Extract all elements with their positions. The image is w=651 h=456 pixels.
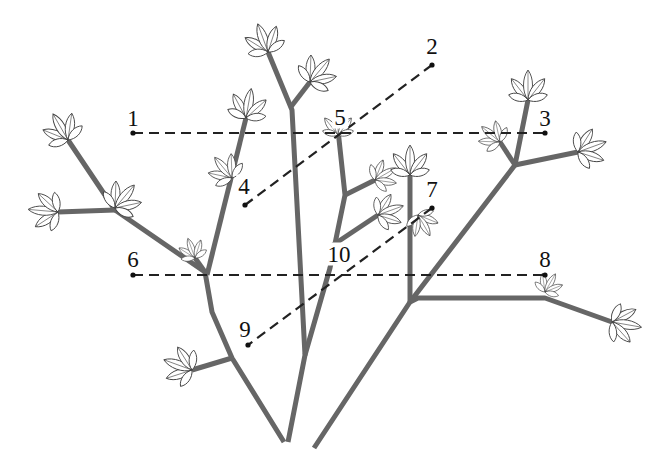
callout-number: 2 [424, 35, 440, 58]
end-dot [130, 130, 135, 135]
callout-number: 5 [332, 106, 348, 129]
end-dot [542, 130, 547, 135]
branch [345, 180, 375, 195]
leaves [26, 17, 645, 390]
end-dot [245, 342, 250, 347]
line-ends [130, 62, 547, 347]
end-dot [130, 272, 135, 277]
callout-number: 9 [237, 318, 253, 341]
leaf-cluster [157, 341, 202, 391]
leaf-cluster [568, 123, 613, 173]
callout-number: 4 [236, 175, 252, 198]
branches [58, 52, 612, 448]
leaf-cluster [174, 233, 209, 265]
end-dot [429, 205, 434, 210]
branch [408, 175, 413, 302]
leaf-cluster [369, 189, 410, 234]
leaf-cluster [402, 204, 444, 244]
branch [192, 358, 232, 370]
callout-number: 7 [424, 178, 440, 201]
end-dot [242, 202, 247, 207]
branch [500, 142, 515, 165]
leaf-cluster [292, 46, 345, 98]
branch [410, 298, 612, 322]
left-branch [68, 140, 284, 442]
end-dot [429, 62, 434, 67]
branch [58, 210, 115, 212]
leaf-cluster [531, 267, 567, 302]
dashed-lines [133, 65, 545, 345]
dashed-line [133, 274, 545, 276]
callout-number: 1 [125, 107, 141, 130]
branch [515, 152, 578, 165]
leaf-cluster [471, 114, 512, 156]
callout-number: 8 [537, 248, 553, 271]
leaf-cluster [35, 104, 87, 153]
central-stem [268, 52, 305, 442]
leaf-cluster [239, 17, 289, 62]
callout-number: 10 [326, 243, 353, 266]
leaf-cluster [390, 145, 431, 179]
leaf-cluster [225, 85, 271, 125]
dashed-line [248, 208, 432, 345]
branch [195, 258, 205, 272]
branch [290, 82, 310, 108]
dashed-line [245, 65, 432, 205]
leaf-cluster [605, 301, 645, 347]
end-dot [542, 272, 547, 277]
leaf-cluster [508, 70, 549, 104]
callout-number: 3 [537, 107, 553, 130]
leaf-cluster [97, 172, 150, 224]
callout-number: 6 [125, 248, 141, 271]
leaf-cluster [26, 189, 63, 232]
branch [333, 215, 378, 245]
